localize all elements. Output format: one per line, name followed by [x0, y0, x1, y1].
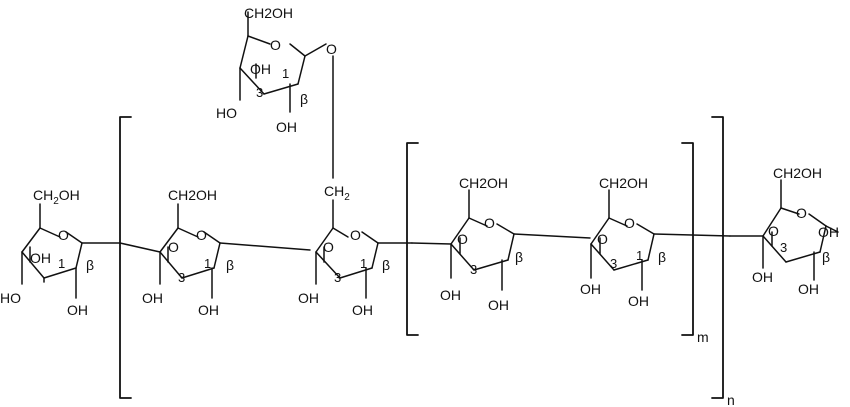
bridge-oxygen: O	[323, 239, 334, 255]
position-1-label: 1	[204, 256, 211, 271]
beta-label: β	[382, 257, 390, 273]
ch2oh-label: CH2OH	[168, 187, 217, 203]
residue-5: CH2OH O O 3 1 β OH OH	[580, 175, 731, 309]
ring-oxygen: O	[624, 215, 635, 231]
ch2oh-label: CH2OH	[599, 175, 648, 191]
outer-repeat-bracket-left	[119, 116, 132, 399]
position-1-label: 1	[360, 256, 367, 271]
bridge-oxygen: O	[168, 239, 179, 255]
bridge-oxygen: O	[457, 231, 468, 247]
subscript-2: 2	[53, 196, 59, 207]
bridge-oxygen: O	[768, 223, 779, 239]
oh-label: OH	[198, 302, 219, 318]
oh-label: OH	[628, 293, 649, 309]
ring-oxygen: O	[196, 227, 207, 243]
oh-label: OH	[298, 290, 319, 306]
beta-label: β	[300, 91, 308, 107]
oh-label: OH	[580, 281, 601, 297]
beta-label: β	[822, 249, 830, 265]
oh-label: OH	[818, 224, 839, 240]
residue-2: CH2OH O O 3 1 β OH OH	[119, 187, 311, 318]
subscript-tail: OH	[59, 187, 80, 203]
oh-label: OH	[752, 269, 773, 285]
ring-oxygen: O	[796, 205, 807, 221]
repeat-index-n: n	[727, 392, 735, 407]
repeat-index-m: m	[697, 329, 709, 345]
residue-6: CH2OH O O OH 3 β OH OH	[729, 165, 839, 297]
beta-label: β	[658, 249, 666, 265]
oh-label: OH	[30, 250, 51, 266]
ch2oh-label: CH2OH	[33, 187, 80, 207]
oh-label: OH	[67, 302, 88, 318]
position-3-label: 3	[334, 270, 341, 285]
ring-oxygen: O	[270, 37, 281, 53]
position-3-label: 3	[178, 270, 185, 285]
residue-3: CH2 O O 3 1 β OH OH	[298, 183, 413, 318]
glycosidic-oxygen: O	[326, 41, 337, 57]
outer-repeat-bracket-right	[711, 116, 724, 399]
position-1-label: 1	[282, 66, 289, 81]
ch2oh-label: CH2OH	[459, 175, 508, 191]
position-1-label: 1	[58, 256, 65, 271]
position-3-label: 3	[780, 240, 787, 255]
ring-oxygen: O	[484, 215, 495, 231]
ring-oxygen: O	[350, 227, 361, 243]
ring-oxygen: O	[58, 227, 69, 243]
beta-label: β	[515, 249, 523, 265]
ch2oh-label: CH2OH	[244, 5, 293, 21]
ho-label: HO	[0, 290, 21, 306]
inner-repeat-bracket-right	[681, 142, 694, 336]
inner-repeat-bracket-left	[406, 142, 419, 336]
position-3-label: 3	[470, 262, 477, 277]
branch-residue: CH2OH O O OH 1 3 β HO OH	[216, 5, 337, 179]
position-3-label: 3	[610, 256, 617, 271]
residue-1: CH2OH O OH 1 β HO OH	[0, 187, 121, 318]
ch2oh-label: CH2OH	[773, 165, 822, 181]
beta-label: β	[86, 257, 94, 273]
subscript-2: 2	[344, 192, 350, 203]
oh-label: OH	[440, 287, 461, 303]
oh-label: OH	[798, 281, 819, 297]
bridge-oxygen: O	[597, 231, 608, 247]
residue-4: CH2OH O O 3 β OH OH	[411, 175, 591, 313]
ch2-label: CH2	[324, 183, 350, 203]
oh-label: OH	[142, 290, 163, 306]
position-3-label: 3	[256, 85, 263, 100]
oh-label: OH	[250, 61, 271, 77]
position-1-label: 1	[636, 248, 643, 263]
beta-label: β	[226, 257, 234, 273]
ho-label: HO	[216, 105, 237, 121]
oh-label: OH	[488, 297, 509, 313]
oh-label: OH	[276, 119, 297, 135]
oh-label: OH	[352, 302, 373, 318]
